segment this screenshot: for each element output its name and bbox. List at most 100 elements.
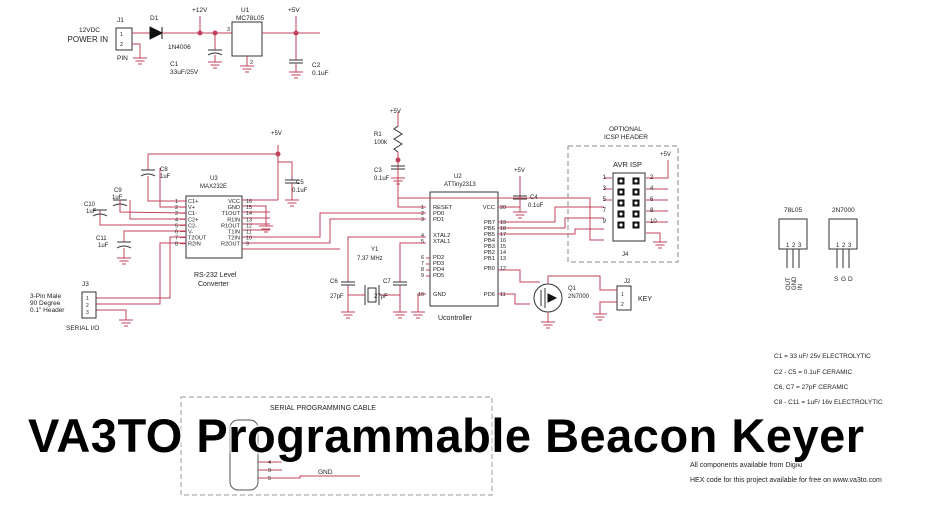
- c9-value: 1uF: [112, 195, 123, 201]
- attiny-pin-num-right-6: 15: [500, 244, 506, 250]
- cable-pin-5: 5: [268, 476, 271, 482]
- y1-value: 7.37 MHz: [357, 256, 383, 262]
- key-label: KEY: [638, 296, 652, 303]
- c2-label: C2: [312, 62, 321, 69]
- c8-value: 1uF: [160, 174, 171, 180]
- pkg-78l05-label: 78L05: [784, 207, 802, 214]
- attiny-pin-left-9: PD5: [433, 273, 444, 279]
- max232-pin-left-5: C2-: [188, 223, 197, 229]
- package-labels: 78L05 2N7000 1 2 3 1 2 3 OUT GND IN S G …: [784, 207, 855, 290]
- attiny-pin-num-left-6: 6: [421, 255, 424, 261]
- attiny-pin-num-right-8: 13: [500, 256, 506, 262]
- attiny-pin-num-left-1: 1: [421, 205, 424, 211]
- max232-labels: U3 MAX232E RS-232 Level Converter +5V C8…: [30, 131, 308, 332]
- max232-section: [81, 145, 426, 327]
- isp-dashed-box: [567, 145, 679, 263]
- cable-section: [180, 396, 493, 496]
- c4-label: C4: [530, 195, 538, 201]
- isp-title-1: OPTIONAL: [609, 126, 642, 133]
- u3-label: U3: [210, 176, 218, 182]
- j1-pin1: 1: [120, 32, 123, 38]
- attiny-vplus5-a: +5V: [390, 109, 401, 115]
- c6-label: C6: [330, 279, 338, 285]
- attiny-pin-left-1: RESET: [433, 205, 453, 211]
- pkg-reg-pin-out: OUT: [786, 277, 792, 290]
- j1-label: J1: [117, 17, 124, 24]
- c4-value: 0.1uF: [528, 203, 544, 209]
- j3-pin3: 3: [86, 310, 89, 316]
- attiny-pin-num-right-9: 12: [500, 266, 506, 272]
- max232-pin-num-right-8: 9: [246, 242, 249, 248]
- q1-part: 2N7000: [568, 294, 590, 300]
- u3-caption-1: RS-232 Level: [194, 272, 237, 279]
- attiny-pin-right-2: PB7: [484, 220, 495, 226]
- max232-pin-num-right-2: 15: [246, 205, 252, 211]
- key-section: [533, 275, 632, 329]
- max232-pin-right-4: R1IN: [227, 217, 240, 223]
- u1-part: MC78L05: [236, 15, 265, 22]
- attiny-vplus5-b: +5V: [514, 168, 525, 174]
- d1-label: D1: [150, 15, 159, 22]
- db9-connector: [229, 419, 259, 491]
- u2-attiny-chip: [429, 191, 499, 307]
- attiny-pin-right-3: PB6: [484, 226, 495, 232]
- max232-pin-num-left-2: 2: [175, 205, 178, 211]
- c1-label: C1: [170, 61, 179, 68]
- power-label-12vdc: 12VDC: [79, 27, 100, 34]
- max232-pin-right-3: T1OUT: [222, 211, 241, 217]
- attiny-labels: U2 ATTiny2313 Ucontroller +5V +5V R1 100…: [330, 109, 544, 322]
- c9-label: C9: [114, 188, 122, 194]
- attiny-pin-num-right-3: 18: [500, 226, 506, 232]
- power-label-power-in: POWER IN: [68, 35, 109, 44]
- max232-pin-num-left-1: 1: [175, 199, 178, 205]
- note-2: C2 - C5 = 0.1uF CERAMIC: [774, 369, 853, 376]
- j1-pin2: 2: [120, 42, 123, 48]
- u2-part: ATTiny2313: [444, 182, 476, 188]
- max232-pin-num-right-3: 14: [246, 211, 252, 217]
- u1-pin2: 2: [250, 60, 253, 66]
- note-3: C6, C7 = 27pF CERAMIC: [774, 384, 849, 391]
- cable-dashed-box: [180, 396, 493, 496]
- pkg-fet-pin-g: G: [841, 276, 846, 283]
- pkg-reg-pin-in: IN: [798, 284, 804, 290]
- attiny-pin-left-8: PD4: [433, 267, 445, 273]
- c11-value: 1uF: [98, 243, 109, 249]
- pkg-fet-num3: 3: [848, 243, 852, 249]
- c3-label: C3: [374, 168, 382, 174]
- u3-part: MAX232E: [200, 184, 227, 190]
- isp-section: [567, 145, 679, 263]
- pkg-fet-pin-s: S: [834, 276, 839, 283]
- c5-value: 0.1uF: [292, 188, 308, 194]
- j2-connector: [616, 285, 632, 311]
- c6-value: 27pF: [330, 294, 344, 300]
- attiny-pin-num-right-5: 16: [500, 238, 506, 244]
- j3-pin1: 1: [86, 296, 89, 302]
- c1-value: 33uF/25V: [170, 69, 199, 76]
- cable-pin-9: 9: [268, 468, 271, 474]
- attiny-pin-num-right-10: 11: [500, 292, 506, 298]
- max232-pin-num-left-5: 5: [175, 223, 178, 229]
- isp-pin-hole-9: [619, 223, 623, 227]
- isp-pin-hole-3: [619, 190, 623, 194]
- j3-pin2: 2: [86, 303, 89, 309]
- j2-pin2: 2: [621, 302, 624, 308]
- u1-pin3: 3: [227, 27, 230, 33]
- pkg-reg-num1: 1: [786, 243, 790, 249]
- y1-crystal: [367, 287, 377, 303]
- attiny-pin-right-8: PB1: [484, 256, 495, 262]
- max232-pin-left-1: C1+: [188, 199, 198, 205]
- footer: All components available from Digiki HEX…: [690, 462, 882, 484]
- key-labels: Q1 2N7000 J2 KEY 1 2: [568, 279, 652, 308]
- j2-pin1: 1: [621, 292, 624, 298]
- max232-pin-left-3: C1-: [188, 211, 197, 217]
- isp-pin-hole-8: [634, 212, 638, 216]
- isp-num-left-2: 3: [603, 186, 607, 192]
- pkg-reg-num2: 2: [792, 243, 796, 249]
- component-notes: C1 = 33 uF/ 25v ELECTROLYTIC C2 - C5 = 0…: [774, 353, 883, 406]
- attiny-pin-num-left-4: 4: [421, 233, 424, 239]
- footer-line-2: HEX code for this project available for …: [690, 477, 882, 484]
- attiny-pin-left-3: PD1: [433, 217, 444, 223]
- u3-max232-chip: [185, 195, 243, 259]
- max232-pin-num-right-5: 12: [246, 223, 252, 229]
